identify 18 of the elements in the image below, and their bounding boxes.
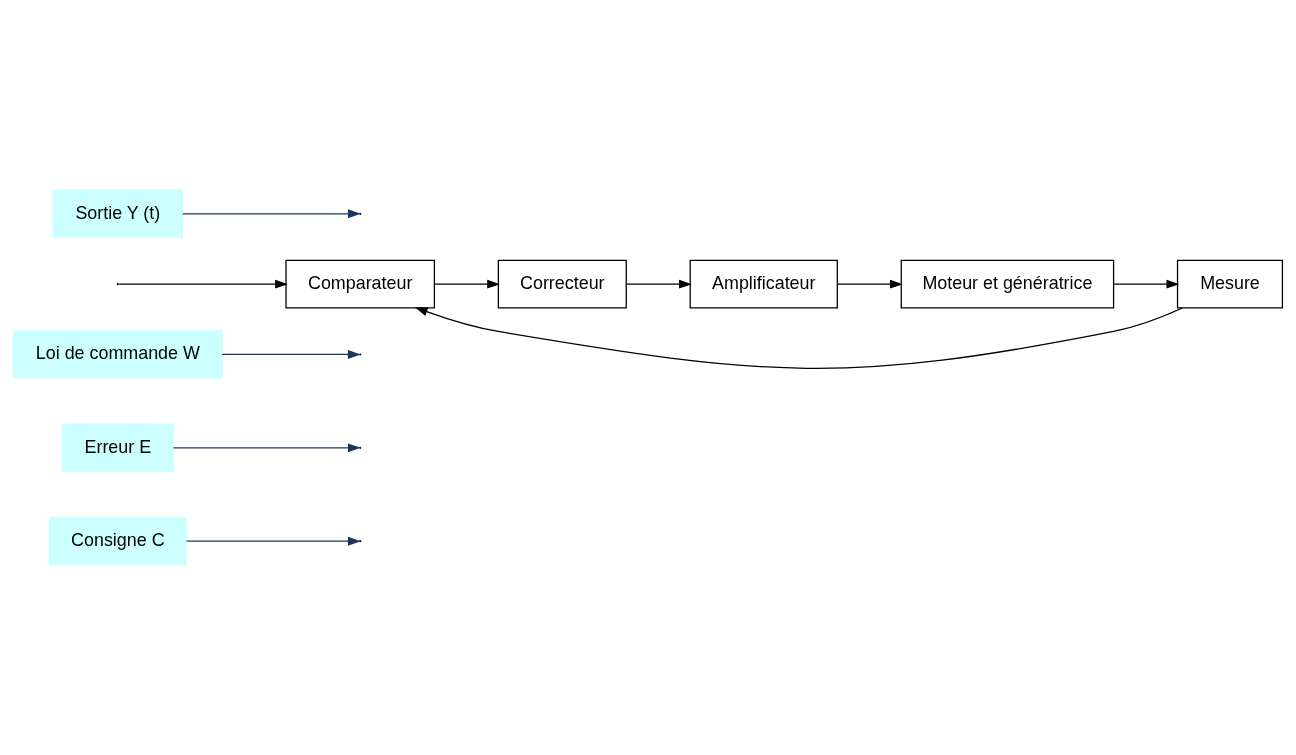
arrow bbox=[836, 279, 903, 289]
arrow bbox=[185, 536, 361, 546]
arrow bbox=[182, 209, 361, 219]
node-box: Comparateur bbox=[285, 259, 436, 309]
node-box: Correcteur bbox=[497, 259, 627, 309]
arrow bbox=[1113, 279, 1180, 289]
node-box: Amplificateur bbox=[689, 259, 838, 309]
node-box: Sortie Y (t) bbox=[52, 189, 184, 239]
arrow bbox=[625, 279, 692, 289]
node-box: Mesure bbox=[1176, 259, 1284, 309]
node-box: Moteur et génératrice bbox=[900, 259, 1115, 309]
node-box: Erreur E bbox=[61, 423, 175, 473]
arrow bbox=[434, 279, 500, 289]
node-box: Loi de commande W bbox=[12, 330, 223, 379]
arrow bbox=[118, 279, 288, 289]
node-box: Consigne C bbox=[48, 516, 187, 566]
arrow bbox=[172, 443, 361, 453]
arrow bbox=[414, 307, 1184, 369]
